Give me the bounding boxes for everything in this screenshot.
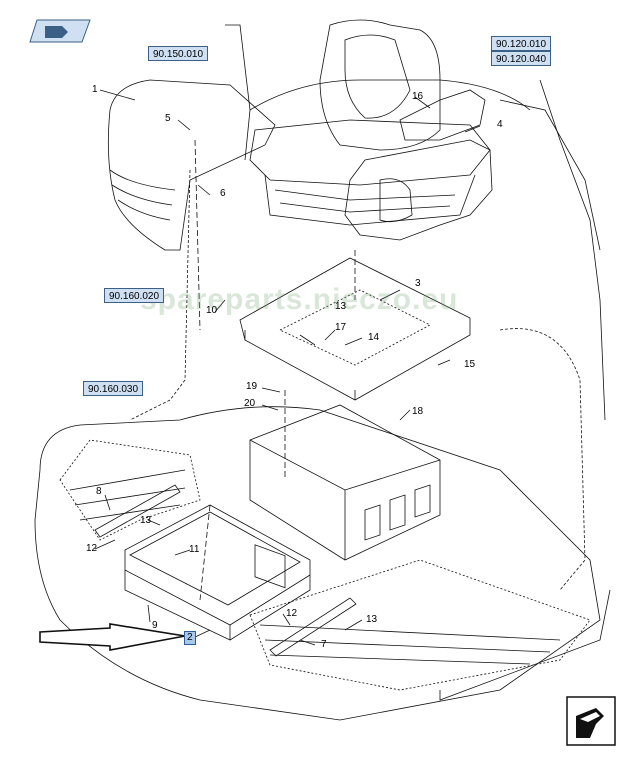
callout-18[interactable]: 18 — [412, 406, 424, 417]
callout-5[interactable]: 5 — [165, 113, 171, 124]
floor-mat-right — [249, 559, 591, 691]
cab-back-wall — [249, 79, 531, 111]
ref-cab-floor[interactable]: 90.160.030 — [83, 381, 144, 396]
callout-4[interactable]: 4 — [497, 119, 503, 130]
callout-1[interactable]: 1 — [92, 84, 98, 95]
callout-6[interactable]: 6 — [220, 188, 226, 199]
cab-right-wall — [499, 99, 601, 251]
callout-9[interactable]: 9 — [152, 620, 158, 631]
callout-13b[interactable]: 13 — [140, 515, 152, 526]
callout-13c[interactable]: 13 — [366, 614, 378, 625]
armrest — [344, 139, 493, 241]
callout-8[interactable]: 8 — [96, 486, 102, 497]
callout-14[interactable]: 14 — [368, 332, 380, 343]
callout-15[interactable]: 15 — [464, 359, 476, 370]
seat-backrest — [319, 19, 441, 151]
watermark-text: spareparts.nieczo.eu — [140, 283, 459, 316]
callout-17[interactable]: 17 — [335, 322, 347, 333]
callout-10[interactable]: 10 — [206, 305, 218, 316]
callout-11[interactable]: 11 — [189, 544, 200, 555]
ref-armrest-a[interactable]: 90.120.010 — [491, 36, 552, 51]
callout-16[interactable]: 16 — [412, 91, 424, 102]
callout-12b[interactable]: 12 — [286, 608, 298, 619]
ref-seat[interactable]: 90.150.010 — [148, 46, 209, 61]
cab-right-pillar — [539, 79, 606, 421]
rail-right — [269, 597, 357, 657]
callout-19[interactable]: 19 — [246, 381, 258, 392]
seat-cover-1 — [107, 79, 276, 251]
callout-12a[interactable]: 12 — [86, 543, 98, 554]
callout-2-highlighted[interactable]: 2 — [184, 631, 196, 645]
floor-mat-left — [59, 439, 201, 541]
ref-cab-upper[interactable]: 90.160.020 — [104, 288, 165, 303]
seat-cushion — [249, 119, 491, 186]
next-page-arrow-icon — [566, 696, 616, 746]
cab-right-panel — [499, 328, 586, 591]
armrest-handle — [399, 89, 486, 141]
cab-left-panel — [129, 169, 191, 421]
cab-left-pillar — [225, 24, 251, 161]
book-reference-icon — [29, 19, 91, 43]
cab-floor-outline — [34, 406, 601, 721]
callout-3[interactable]: 3 — [415, 278, 421, 289]
callout-7[interactable]: 7 — [321, 639, 327, 650]
electronics-box — [249, 404, 441, 561]
pointer-arrow — [39, 623, 186, 651]
seat-base — [264, 174, 476, 226]
ref-armrest-b[interactable]: 90.120.040 — [491, 51, 552, 66]
seat-backrest-inner — [344, 34, 411, 119]
callout-13a[interactable]: 13 — [335, 301, 347, 312]
callout-20[interactable]: 20 — [244, 398, 256, 409]
rail-left — [94, 484, 181, 538]
